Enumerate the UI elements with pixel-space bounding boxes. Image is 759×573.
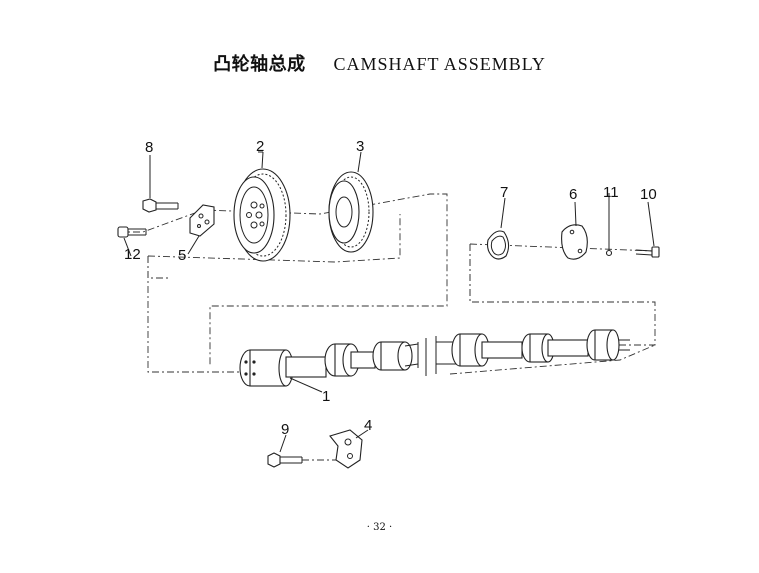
callout-2: 2 [256,138,264,155]
part-2-camshaft-gear [233,151,291,262]
callout-9: 9 [281,421,289,438]
callout-3: 3 [356,138,364,155]
part-10-bolt [635,201,660,258]
part-1-camshaft-left [239,341,419,393]
page-number: · 32 · [366,522,393,533]
callout-1: 1 [322,388,330,405]
callout-4: 4 [364,417,372,434]
part-6-cover [561,201,588,260]
title-english: CAMSHAFT ASSEMBLY [333,54,546,74]
part-8-bolt [142,155,179,213]
callout-7: 7 [500,184,508,201]
callout-12: 12 [124,246,141,263]
part-11-seal [605,193,613,257]
shaft-break [425,336,437,376]
page-title: 凸轮轴总成 CAMSHAFT ASSEMBLY [0,50,759,76]
part-4-bracket [329,429,369,469]
part-12-bolt [117,226,147,257]
callout-8: 8 [145,139,153,156]
part-9-bolt [267,434,340,468]
callout-6: 6 [569,186,577,203]
assembly-path-left [118,193,448,373]
title-chinese: 凸轮轴总成 [213,54,306,75]
part-1-camshaft-right [436,329,630,367]
callout-5: 5 [178,247,186,264]
part-3-gear [328,151,374,253]
callout-10: 10 [640,186,657,203]
part-5-thrust-plate [187,204,215,255]
part-7-gasket [486,197,510,260]
callout-11: 11 [603,184,619,201]
